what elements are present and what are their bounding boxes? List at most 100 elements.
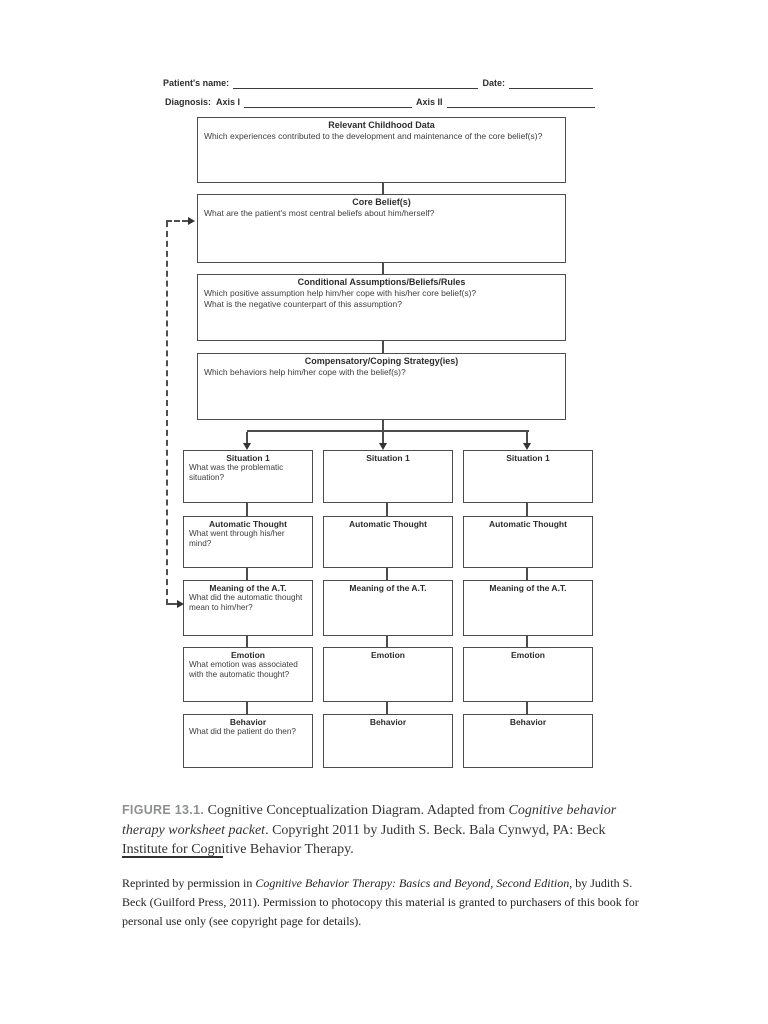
emotion-row: Emotion What emotion was associated with…: [183, 647, 593, 702]
box-title: Behavior: [229, 717, 267, 727]
connector-line: [382, 263, 384, 274]
axis1-field: [244, 98, 413, 108]
figure-caption: FIGURE 13.1. Cognitive Conceptualization…: [122, 801, 649, 860]
box-question: What is the negative counterpart of this…: [204, 298, 402, 309]
branch-line: [247, 430, 529, 432]
box-situation-1: Situation 1 What was the problematic sit…: [183, 450, 313, 503]
footnote-text: Reprinted by permission in: [122, 876, 256, 890]
connector-line: [246, 702, 248, 714]
box-title: Situation 1: [366, 453, 410, 463]
connector-line: [386, 568, 388, 580]
feedback-dashed-line: [166, 221, 168, 605]
box-question: Which positive assumption help him/her c…: [204, 288, 477, 298]
box-relevant-childhood-data: Relevant Childhood Data Which experience…: [197, 117, 566, 183]
box-title: Meaning of the A.T.: [349, 583, 427, 593]
patient-name-field: [233, 79, 479, 89]
date-field: [509, 79, 593, 89]
connector-line: [386, 702, 388, 714]
box-title: Core Belief(s): [352, 197, 411, 207]
automatic-thought-row: Automatic Thought What went through his/…: [183, 516, 593, 568]
connector-line: [526, 636, 528, 647]
connector-line: [246, 432, 248, 443]
connector-line: [526, 568, 528, 580]
box-title: Meaning of the A.T.: [209, 583, 287, 593]
caption-italic-text: Cognitive behavior therapy worksheet pac…: [122, 803, 617, 838]
box-behavior-1: Behavior What did the patient do then?: [183, 714, 313, 768]
box-meaning-2: Meaning of the A.T.: [323, 580, 453, 636]
box-question: Which experiences contributed to the dev…: [204, 131, 543, 141]
box-title: Behavior: [509, 717, 547, 727]
figure-label: FIGURE 13.1.: [122, 803, 205, 817]
meaning-row: Meaning of the A.T. What did the automat…: [183, 580, 593, 636]
box-question: What was the problematic situation?: [189, 463, 284, 482]
box-title: Meaning of the A.T.: [489, 583, 567, 593]
footnote: Reprinted by permission in Cognitive Beh…: [122, 874, 649, 931]
footnote-text: , by Judith S. Beck (Guilford Press, 201…: [122, 876, 639, 928]
box-title: Compensatory/Coping Strategy(ies): [304, 356, 459, 366]
box-question: What are the patient's most central beli…: [204, 208, 435, 218]
box-title: Automatic Thought: [209, 519, 287, 529]
connector-line: [246, 636, 248, 647]
feedback-dashed-line: [166, 603, 177, 605]
box-emotion-1: Emotion What emotion was associated with…: [183, 647, 313, 702]
diagnosis-row: Diagnosis: Axis I Axis II: [165, 97, 595, 108]
connector-line: [382, 341, 384, 353]
box-title: Automatic Thought: [349, 519, 427, 529]
footnote-italic-text: Cognitive Behavior Therapy: Basics and B…: [255, 876, 570, 890]
box-title: Situation 1: [506, 453, 550, 463]
connector-line: [386, 503, 388, 516]
box-question: What went through his/her mind?: [189, 529, 285, 548]
box-behavior-3: Behavior: [463, 714, 593, 768]
box-title: Automatic Thought: [489, 519, 567, 529]
behavior-row: Behavior What did the patient do then? B…: [183, 714, 593, 768]
connector-line: [246, 568, 248, 580]
connector-line: [526, 432, 528, 443]
connector-line: [382, 183, 384, 194]
arrowhead-right-icon: [188, 217, 195, 225]
box-automatic-thought-2: Automatic Thought: [323, 516, 453, 568]
box-automatic-thought-1: Automatic Thought What went through his/…: [183, 516, 313, 568]
box-title: Behavior: [369, 717, 407, 727]
box-emotion-2: Emotion: [323, 647, 453, 702]
box-title: Conditional Assumptions/Beliefs/Rules: [297, 277, 466, 287]
box-compensatory-strategies: Compensatory/Coping Strategy(ies) Which …: [197, 353, 566, 420]
box-automatic-thought-3: Automatic Thought: [463, 516, 593, 568]
caption-text: . Copyright 2011 by Judith S. Beck. Bala…: [122, 822, 606, 858]
box-situation-3: Situation 1: [463, 450, 593, 503]
box-meaning-3: Meaning of the A.T.: [463, 580, 593, 636]
box-meaning-1: Meaning of the A.T. What did the automat…: [183, 580, 313, 636]
box-question: What emotion was associated with the aut…: [189, 660, 298, 679]
box-question: What did the automatic thought mean to h…: [189, 593, 303, 612]
connector-line: [386, 636, 388, 647]
box-title: Relevant Childhood Data: [328, 120, 435, 130]
feedback-dashed-line: [166, 220, 188, 222]
box-behavior-2: Behavior: [323, 714, 453, 768]
patient-name-label: Patient's name:: [163, 78, 230, 88]
axis2-field: [446, 98, 595, 108]
axis2-label: Axis II: [416, 97, 443, 107]
patient-name-row: Patient's name: Date:: [163, 78, 593, 89]
connector-line: [246, 503, 248, 516]
box-core-beliefs: Core Belief(s) What are the patient's mo…: [197, 194, 566, 263]
box-title: Emotion: [371, 650, 405, 660]
box-conditional-assumptions: Conditional Assumptions/Beliefs/Rules Wh…: [197, 274, 566, 341]
box-title: Situation 1: [226, 453, 270, 463]
situation-row: Situation 1 What was the problematic sit…: [183, 450, 593, 503]
diagnosis-label: Diagnosis:: [165, 97, 212, 107]
box-title: Emotion: [231, 650, 265, 660]
arrowhead-down-icon: [242, 443, 251, 450]
connector-line: [526, 702, 528, 714]
box-title: Emotion: [511, 650, 545, 660]
box-question: What did the patient do then?: [189, 727, 296, 736]
box-situation-2: Situation 1: [323, 450, 453, 503]
connector-line: [526, 503, 528, 516]
caption-text: Cognitive Conceptualization Diagram. Ada…: [204, 803, 509, 818]
arrowhead-right-icon: [177, 600, 184, 608]
date-label: Date:: [482, 78, 505, 88]
footnote-rule: [122, 856, 223, 858]
box-question: Which behaviors help him/her cope with t…: [204, 367, 406, 377]
box-emotion-3: Emotion: [463, 647, 593, 702]
axis1-label: Axis I: [216, 97, 241, 107]
arrowhead-down-icon: [522, 443, 531, 450]
